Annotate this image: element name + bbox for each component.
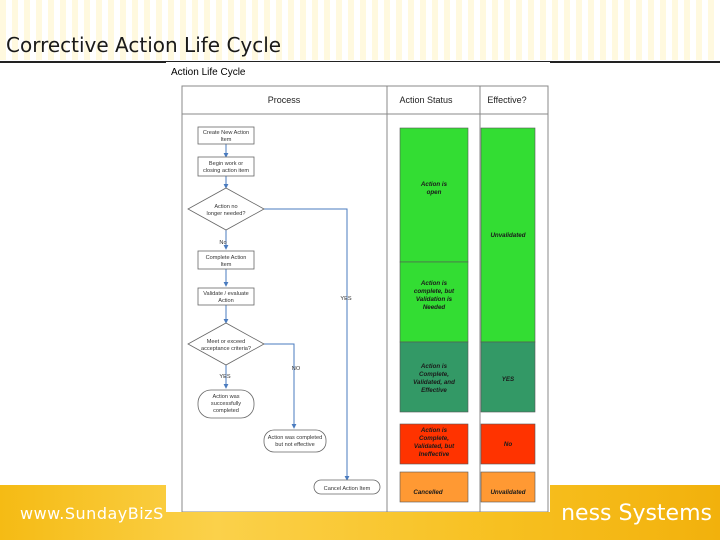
status-cancelled (399, 471, 469, 503)
process-begin-work (197, 156, 255, 177)
status-open-text-1: Action is (420, 181, 448, 188)
effective-yes (480, 341, 536, 413)
status-effective-text-4: Effective (421, 387, 447, 394)
effective-unvalidated-top-text: Unvalidated (490, 232, 525, 239)
label-begin-2: closing action item (203, 168, 249, 174)
status-cancelled-text: Cancelled (413, 489, 442, 496)
process-validate-action (197, 287, 255, 306)
status-needed-text-1: Action is (420, 280, 448, 287)
status-complete-ineffective (399, 423, 469, 465)
label-success-1: Action was (212, 394, 239, 400)
status-effective-text-1: Action is (420, 363, 448, 370)
terminal-cancel-action (313, 479, 381, 495)
arrow-decision-yes-to-cancel (264, 208, 350, 481)
label-decision2-2: acceptance criteria? (201, 346, 251, 352)
action-life-cycle-figure: Action Life Cycle Process Action Status … (166, 62, 550, 512)
label-yes-right: YES (340, 296, 351, 302)
effective-unvalidated-bottom (480, 471, 536, 503)
status-ineffective-text-3: Validated, but (414, 443, 455, 450)
label-no: No (219, 240, 226, 246)
effective-unvalidated-bottom-text: Unvalidated (490, 489, 525, 496)
footer-website: www.SundayBizS (20, 504, 164, 523)
effective-no (480, 423, 536, 465)
label-complete-1: Complete Action (206, 255, 247, 261)
label-validate-1: Validate / evaluate (203, 291, 249, 297)
effective-yes-text: YES (502, 376, 515, 383)
swimlane-frame (181, 85, 549, 512)
label-no-2: NO (292, 366, 301, 372)
process-create-action (197, 126, 255, 145)
label-decision2-1: Meet or exceed (207, 339, 246, 345)
label-create-1: Create New Action (203, 130, 249, 136)
status-complete-needed (399, 261, 469, 343)
effective-unvalidated-top (480, 127, 536, 343)
terminal-successfully-completed (197, 389, 255, 419)
effective-no-text: No (504, 441, 512, 448)
label-yes-2: YES (219, 374, 230, 380)
label-not-effective-2: but not effective (275, 442, 314, 448)
status-open-text-2: open (427, 189, 442, 196)
process-complete-action (197, 250, 255, 270)
status-needed-text-2: complete, but (414, 288, 455, 295)
status-complete-effective (399, 341, 469, 413)
label-decision1-1: Action no (214, 204, 237, 210)
decision-no-longer-needed (187, 187, 265, 231)
status-ineffective-text-4: Ineffective (419, 451, 450, 458)
label-cancel: Cancel Action Item (324, 486, 371, 492)
label-not-effective-1: Action was completed (268, 435, 322, 441)
label-success-3: completed (213, 408, 239, 414)
status-effective-text-3: Validated, and (413, 379, 455, 386)
arrow-decision2-no-to-not-effective (264, 343, 297, 429)
slide-title: Corrective Action Life Cycle (6, 33, 282, 57)
label-validate-2: Action (218, 298, 234, 304)
terminal-not-effective (263, 429, 327, 453)
status-needed-text-4: Needed (423, 304, 446, 311)
figure-title: Action Life Cycle (171, 67, 246, 78)
header-stripes (0, 0, 720, 60)
label-success-2: successfully (211, 401, 241, 407)
footer-company: ness Systems (561, 501, 712, 526)
life-cycle-diagram: Action Life Cycle Process Action Status … (171, 67, 549, 512)
label-create-2: Item (221, 137, 232, 143)
status-ineffective-text-1: Action is (420, 427, 448, 434)
status-effective-text-2: Complete, (419, 371, 449, 378)
column-header-process: Process (268, 95, 301, 105)
label-decision1-2: longer needed? (207, 211, 246, 217)
column-header-effective: Effective? (487, 95, 526, 105)
label-complete-2: Item (221, 262, 232, 268)
status-needed-text-3: Validation is (416, 296, 453, 303)
decision-acceptance-criteria (187, 322, 265, 366)
label-begin-1: Begin work or (209, 161, 243, 167)
column-header-status: Action Status (399, 95, 453, 105)
status-ineffective-text-2: Complete, (419, 435, 449, 442)
